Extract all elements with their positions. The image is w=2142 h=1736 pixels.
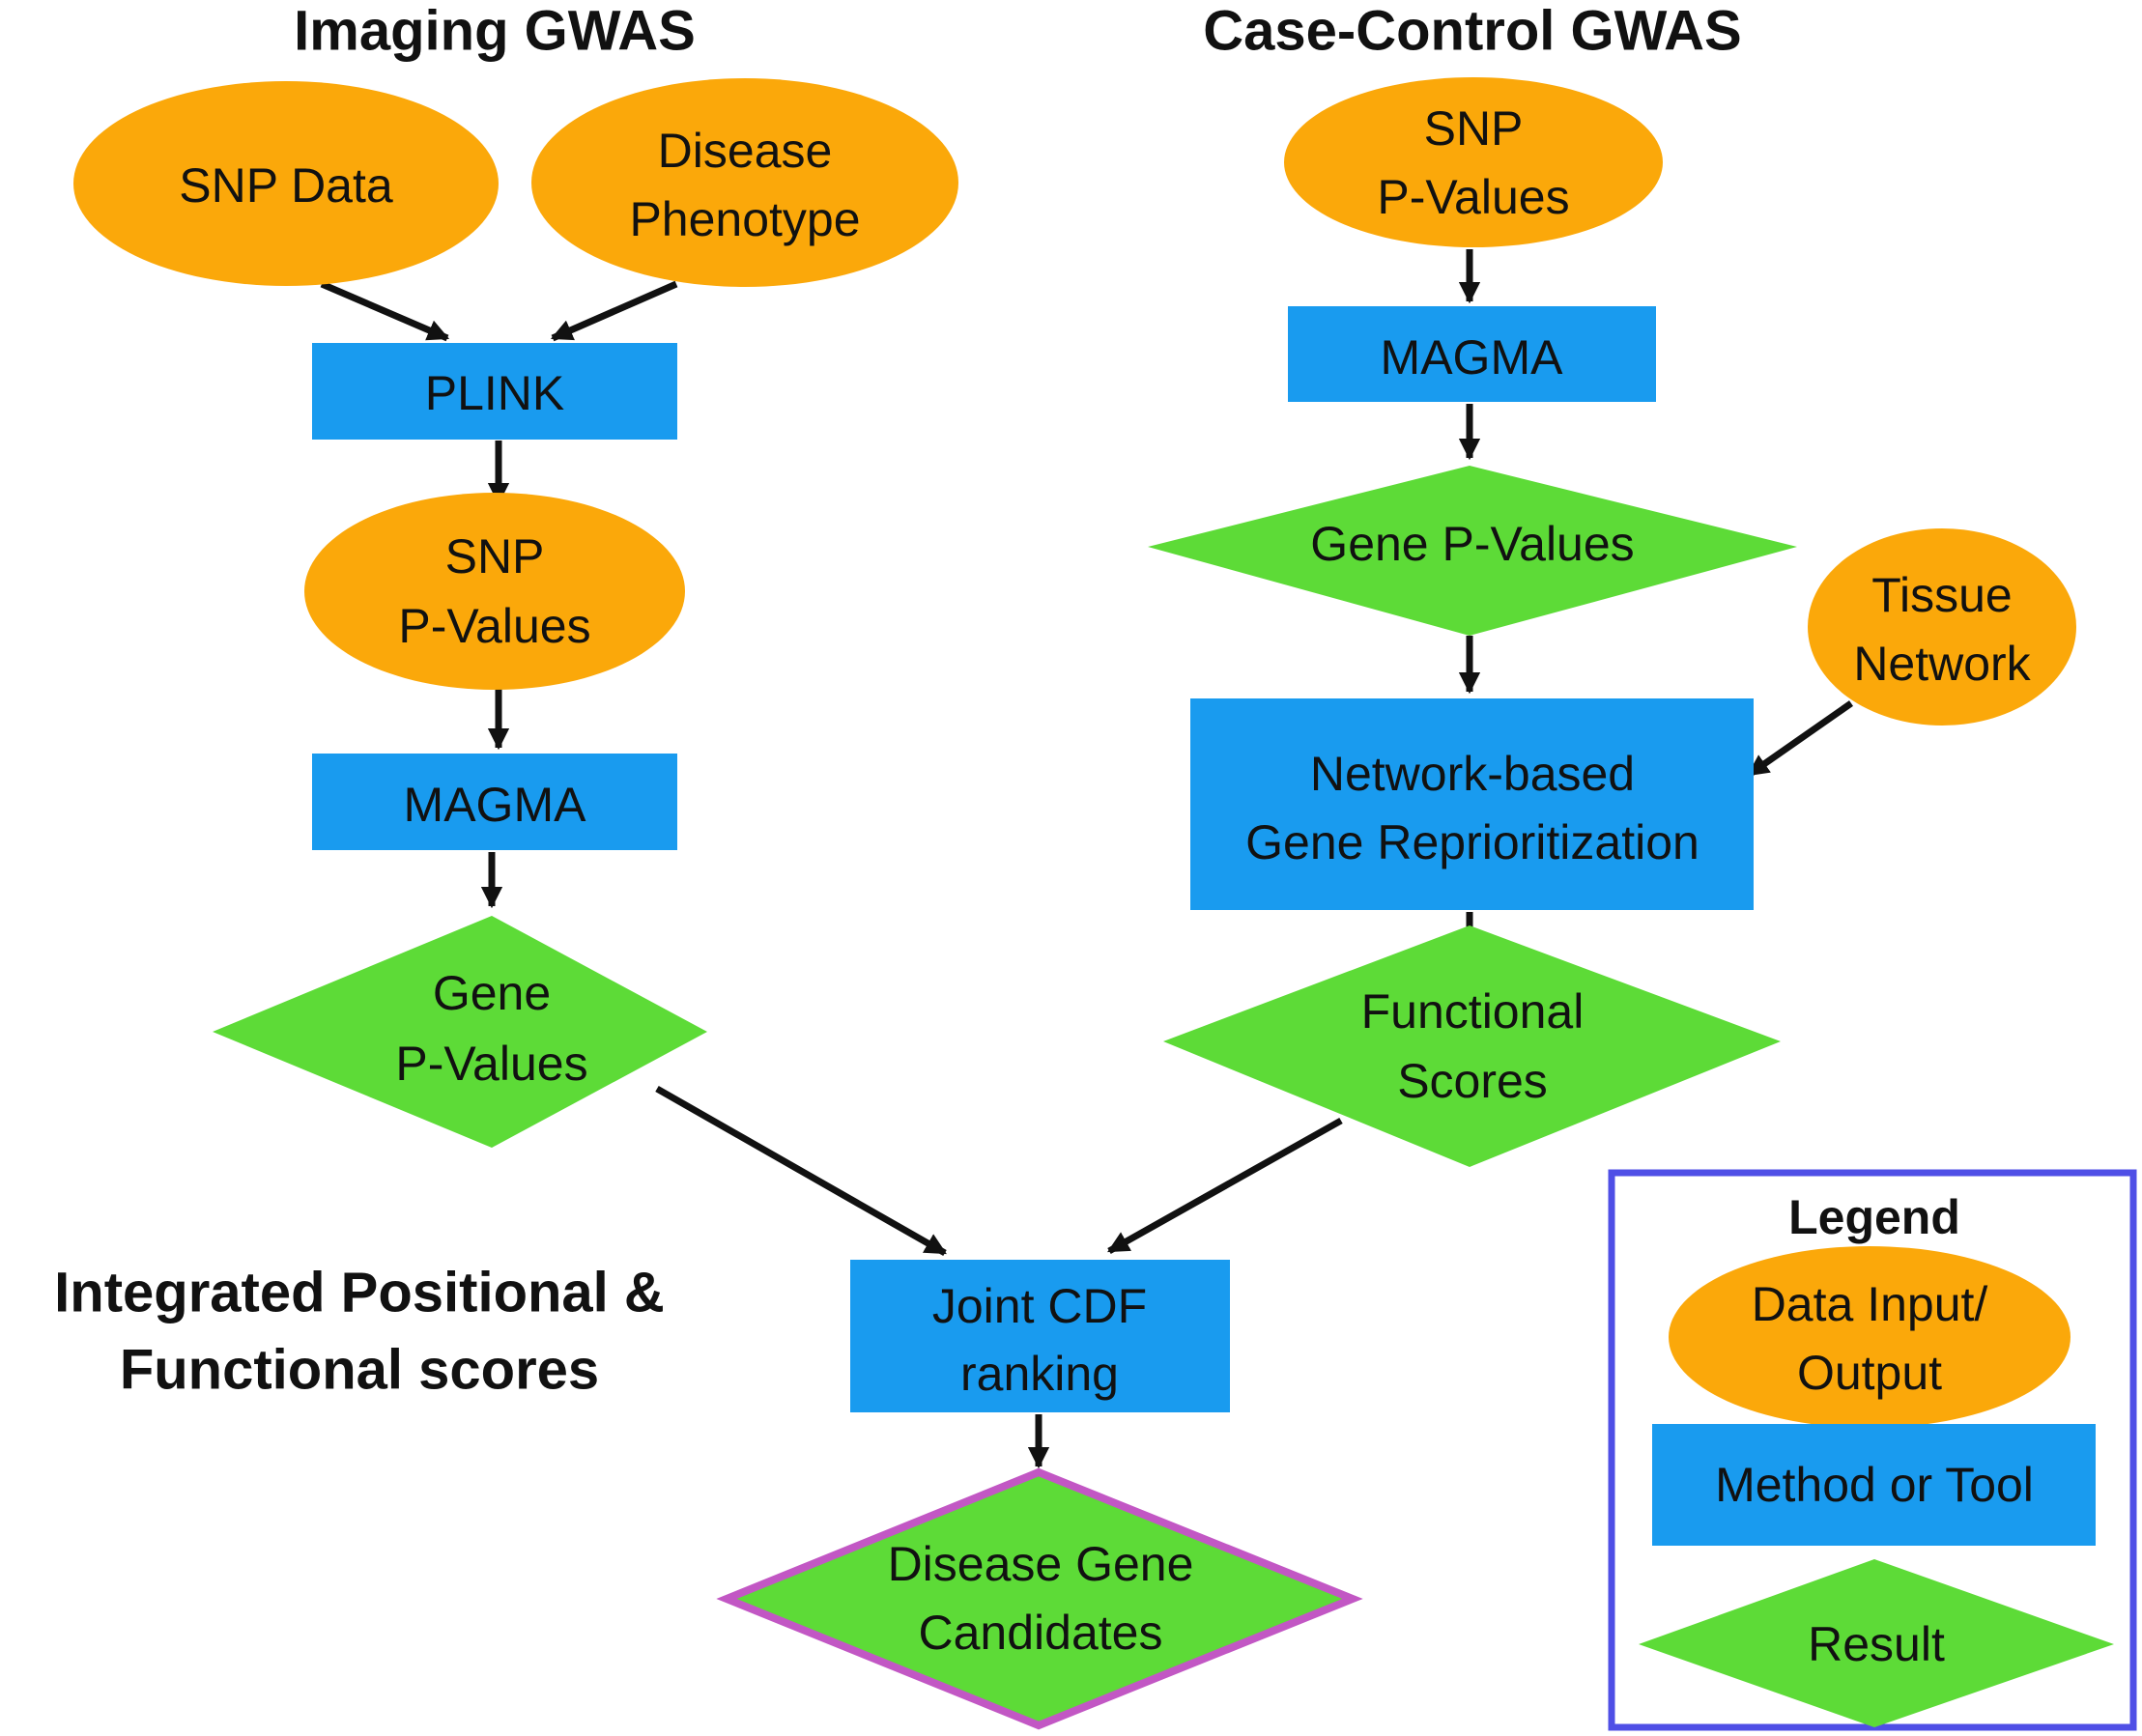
node-functional-scores: Functional Scores xyxy=(1163,925,1781,1167)
functional-scores-label-line-1: Functional xyxy=(1361,984,1585,1039)
snp-pvalues-right-label-line-2: P-Values xyxy=(1377,170,1569,224)
node-disease-gene-candidates: Disease Gene Candidates xyxy=(716,1467,1363,1730)
joint-cdf-label-line-1: Joint CDF xyxy=(932,1279,1147,1333)
legend-border xyxy=(1608,1169,2137,1731)
network-reprioritization-label-line-2: Gene Reprioritization xyxy=(1245,815,1699,869)
edge-functional-scores-to-joint-cdf xyxy=(1107,1117,1343,1255)
disease-gene-candidates-label-line-2: Candidates xyxy=(919,1606,1163,1660)
node-joint-cdf: Joint CDF ranking xyxy=(850,1260,1230,1412)
legend-title: Legend xyxy=(1788,1190,1960,1244)
node-plink: PLINK xyxy=(312,343,677,440)
gene-pvalues-left-label-line-2: P-Values xyxy=(395,1037,587,1091)
disease-gene-candidates-diamond xyxy=(716,1467,1363,1730)
gene-pvalues-left-diamond xyxy=(213,916,707,1148)
node-magma-right: MAGMA xyxy=(1288,306,1656,402)
legend-result-label: Result xyxy=(1808,1617,1945,1671)
legend: Legend Data Input/ Output Method or Tool… xyxy=(1608,1169,2137,1731)
node-disease-phenotype: Disease Phenotype xyxy=(531,78,958,287)
edge-tissue-network-to-network xyxy=(1746,700,1854,778)
node-network-reprioritization: Network-based Gene Reprioritization xyxy=(1190,698,1754,910)
tissue-network-label-line-1: Tissue xyxy=(1871,568,2012,622)
node-snp-pvalues-right: SNP P-Values xyxy=(1284,77,1663,247)
tissue-network-label-line-2: Network xyxy=(1853,637,2031,691)
disease-gene-candidates-label-line-1: Disease Gene xyxy=(888,1537,1194,1591)
snp-pvalues-left-label-line-2: P-Values xyxy=(398,599,590,653)
plink-box xyxy=(312,343,677,440)
functional-scores-diamond xyxy=(1163,925,1781,1167)
disease-phenotype-ellipse xyxy=(531,78,958,287)
snp-pvalues-left-label-line-1: SNP xyxy=(445,529,545,583)
legend-method-box xyxy=(1652,1424,2096,1546)
node-gene-pvalues-right: Gene P-Values xyxy=(1148,466,1797,636)
edges xyxy=(320,249,1854,1469)
node-snp-data: SNP Data xyxy=(73,81,499,286)
snp-pvalues-right-label-line-1: SNP xyxy=(1424,101,1524,156)
network-reprioritization-box xyxy=(1190,698,1754,910)
gene-pvalues-right-diamond xyxy=(1148,466,1797,636)
edge-disease-phenotype-to-plink xyxy=(550,280,678,342)
magma-left-box xyxy=(312,754,677,850)
functional-scores-label-line-2: Scores xyxy=(1397,1054,1548,1108)
magma-right-box xyxy=(1288,306,1656,402)
edge-gene-pvalues-left-to-joint-cdf xyxy=(655,1085,947,1257)
snp-pvalues-right-ellipse xyxy=(1284,77,1663,247)
magma-left-label: MAGMA xyxy=(404,778,587,832)
plink-label: PLINK xyxy=(425,366,565,420)
magma-right-label: MAGMA xyxy=(1381,330,1564,384)
tissue-network-ellipse xyxy=(1808,528,2076,726)
disease-phenotype-label-line-2: Phenotype xyxy=(629,192,860,246)
disease-phenotype-label-line-1: Disease xyxy=(658,124,833,178)
gene-pvalues-right-label: Gene P-Values xyxy=(1310,517,1634,571)
snp-data-label: SNP Data xyxy=(179,158,393,213)
integrated-scores-heading-line-2: Functional scores xyxy=(120,1339,599,1402)
network-reprioritization-label-line-1: Network-based xyxy=(1310,747,1635,801)
joint-cdf-box xyxy=(850,1260,1230,1412)
edge-snp-data-to-plink xyxy=(320,280,450,342)
node-tissue-network: Tissue Network xyxy=(1808,528,2076,726)
legend-data-io-label-line-1: Data Input/ xyxy=(1752,1277,1988,1331)
node-magma-left: MAGMA xyxy=(312,754,677,850)
legend-data-io-label-line-2: Output xyxy=(1797,1346,1942,1400)
legend-method-label: Method or Tool xyxy=(1715,1458,2034,1512)
snp-data-ellipse xyxy=(73,81,499,286)
legend-result-diamond xyxy=(1639,1559,2114,1727)
integrated-scores-heading-line-1: Integrated Positional & xyxy=(54,1262,665,1324)
case-control-gwas-heading: Case-Control GWAS xyxy=(1203,0,1742,63)
node-gene-pvalues-left: Gene P-Values xyxy=(213,916,707,1148)
legend-data-io-ellipse xyxy=(1669,1246,2071,1428)
node-snp-pvalues-left: SNP P-Values xyxy=(304,493,685,690)
joint-cdf-label-line-2: ranking xyxy=(960,1347,1119,1401)
gene-pvalues-left-label-line-1: Gene xyxy=(433,966,551,1020)
imaging-gwas-heading: Imaging GWAS xyxy=(294,0,696,63)
snp-pvalues-left-ellipse xyxy=(304,493,685,690)
